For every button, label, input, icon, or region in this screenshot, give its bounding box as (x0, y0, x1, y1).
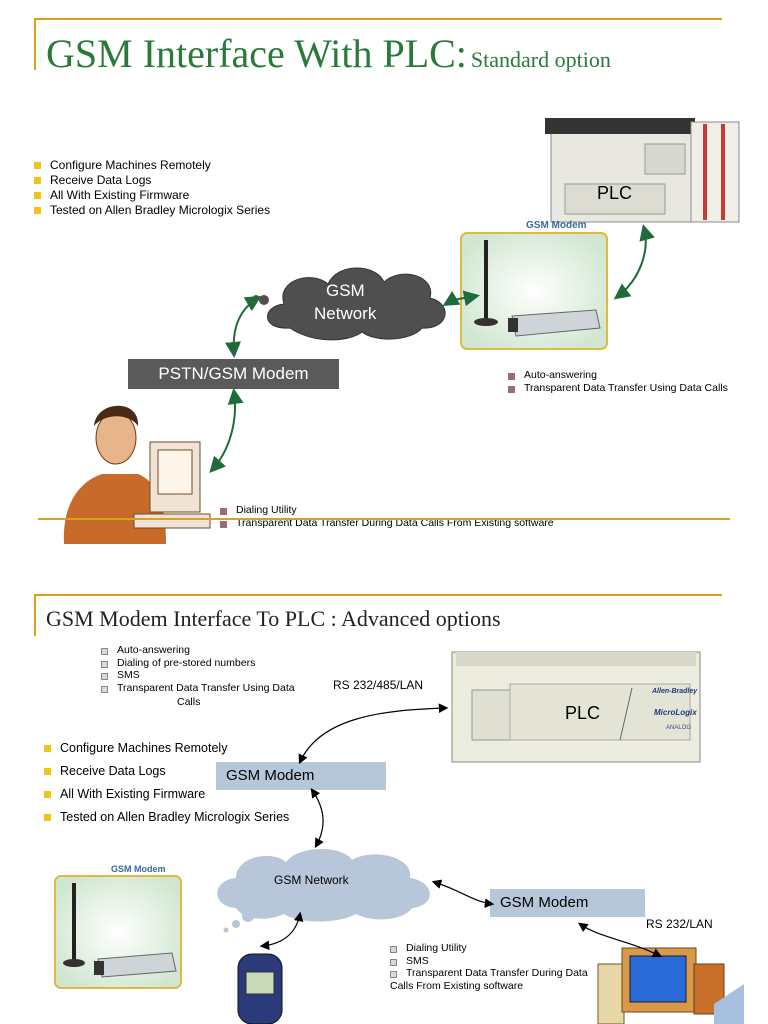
slide2-feature-list: Configure Machines Remotely Receive Data… (44, 737, 289, 829)
gsm-modem-caption: GSM Modem (526, 220, 587, 231)
cloud-label-line2: Network (314, 304, 377, 323)
slide1-title-main: GSM Interface With PLC: (46, 31, 467, 76)
list-item: Dialing Utility (220, 504, 554, 517)
pstn-modem-box: PSTN/GSM Modem (128, 359, 339, 389)
slide2-top-rule (34, 594, 722, 596)
list-item: Receive Data Logs (34, 173, 270, 188)
cloud-label-2: GSM Network (274, 873, 349, 887)
top-rule (34, 18, 722, 20)
list-item: All With Existing Firmware (34, 188, 270, 203)
slide1-feature-list: Configure Machines Remotely Receive Data… (34, 158, 270, 218)
slide2-bottom-notes-continued: Calls From Existing software (390, 980, 524, 992)
slide2-title-main: GSM Modem Interface To PLC (46, 606, 326, 631)
list-item: All With Existing Firmware (44, 783, 289, 806)
list-item: Configure Machines Remotely (44, 737, 289, 760)
modem-notes: Auto-answering Transparent Data Transfer… (508, 369, 728, 394)
list-item: Transparent Data Transfer Using Data (101, 682, 295, 695)
list-item: Transparent Data Transfer Using Data Cal… (508, 382, 728, 395)
gsm-modem-caption-2: GSM Modem (111, 864, 166, 874)
slide2-left-rule (34, 594, 36, 636)
slide2-top-notes-continued: Calls (177, 696, 201, 708)
list-item: Receive Data Logs (44, 760, 289, 783)
user-at-computer-image (63, 405, 211, 544)
slide1-connectors (209, 224, 655, 473)
slide2-title: GSM Modem Interface To PLC : Advanced op… (46, 606, 501, 631)
list-item: Auto-answering (508, 369, 728, 382)
plc-analog: ANALOG (666, 725, 692, 731)
plc-label: PLC (597, 183, 633, 203)
slide1-bottom-rule (38, 518, 730, 520)
slide1-title: GSM Interface With PLC: Standard option (46, 30, 611, 77)
cloud-label-line1: GSM (326, 281, 365, 300)
list-item: Tested on Allen Bradley Micrologix Serie… (34, 203, 270, 218)
slide2-top-notes: Auto-answering Dialing of pre-stored num… (101, 644, 295, 694)
list-item: SMS (390, 955, 588, 968)
slide2-connectors (259, 703, 663, 958)
list-item: Dialing of pre-stored numbers (101, 657, 295, 670)
list-item: Tested on Allen Bradley Micrologix Serie… (44, 806, 289, 829)
gsm-modem-image-2 (54, 875, 182, 989)
gsm-modem-image (460, 232, 608, 350)
desktop-computer-image (597, 947, 744, 1024)
list-item: Transparent Data Transfer During Data (390, 967, 588, 980)
gsm-network-cloud-2 (217, 849, 430, 933)
rs-bottom-label: RS 232/LAN (646, 917, 713, 931)
gsm-modem-banner-2: GSM Modem (490, 889, 645, 917)
slide2-bottom-notes: Dialing Utility SMS Transparent Data Tra… (390, 942, 588, 980)
plc-label-2: PLC (565, 703, 601, 723)
list-item: Configure Machines Remotely (34, 158, 270, 173)
plc-model: MicroLogix (654, 708, 697, 717)
plc-device-image-2 (451, 651, 701, 763)
left-rule (34, 18, 36, 70)
slide2-title-sub: Advanced options (341, 606, 501, 631)
plc-brand: Allen-Bradley (652, 688, 698, 695)
gsm-modem-banner-1: GSM Modem (216, 762, 386, 790)
slide1-title-sub: Standard option (470, 47, 611, 72)
rs-top-label: RS 232/485/LAN (333, 678, 424, 692)
list-item: SMS (101, 669, 295, 682)
plc-device-image (545, 118, 740, 223)
mobile-phone-image (237, 953, 283, 1024)
list-item: Auto-answering (101, 644, 295, 657)
list-item: Dialing Utility (390, 942, 588, 955)
gsm-network-cloud (253, 267, 446, 341)
